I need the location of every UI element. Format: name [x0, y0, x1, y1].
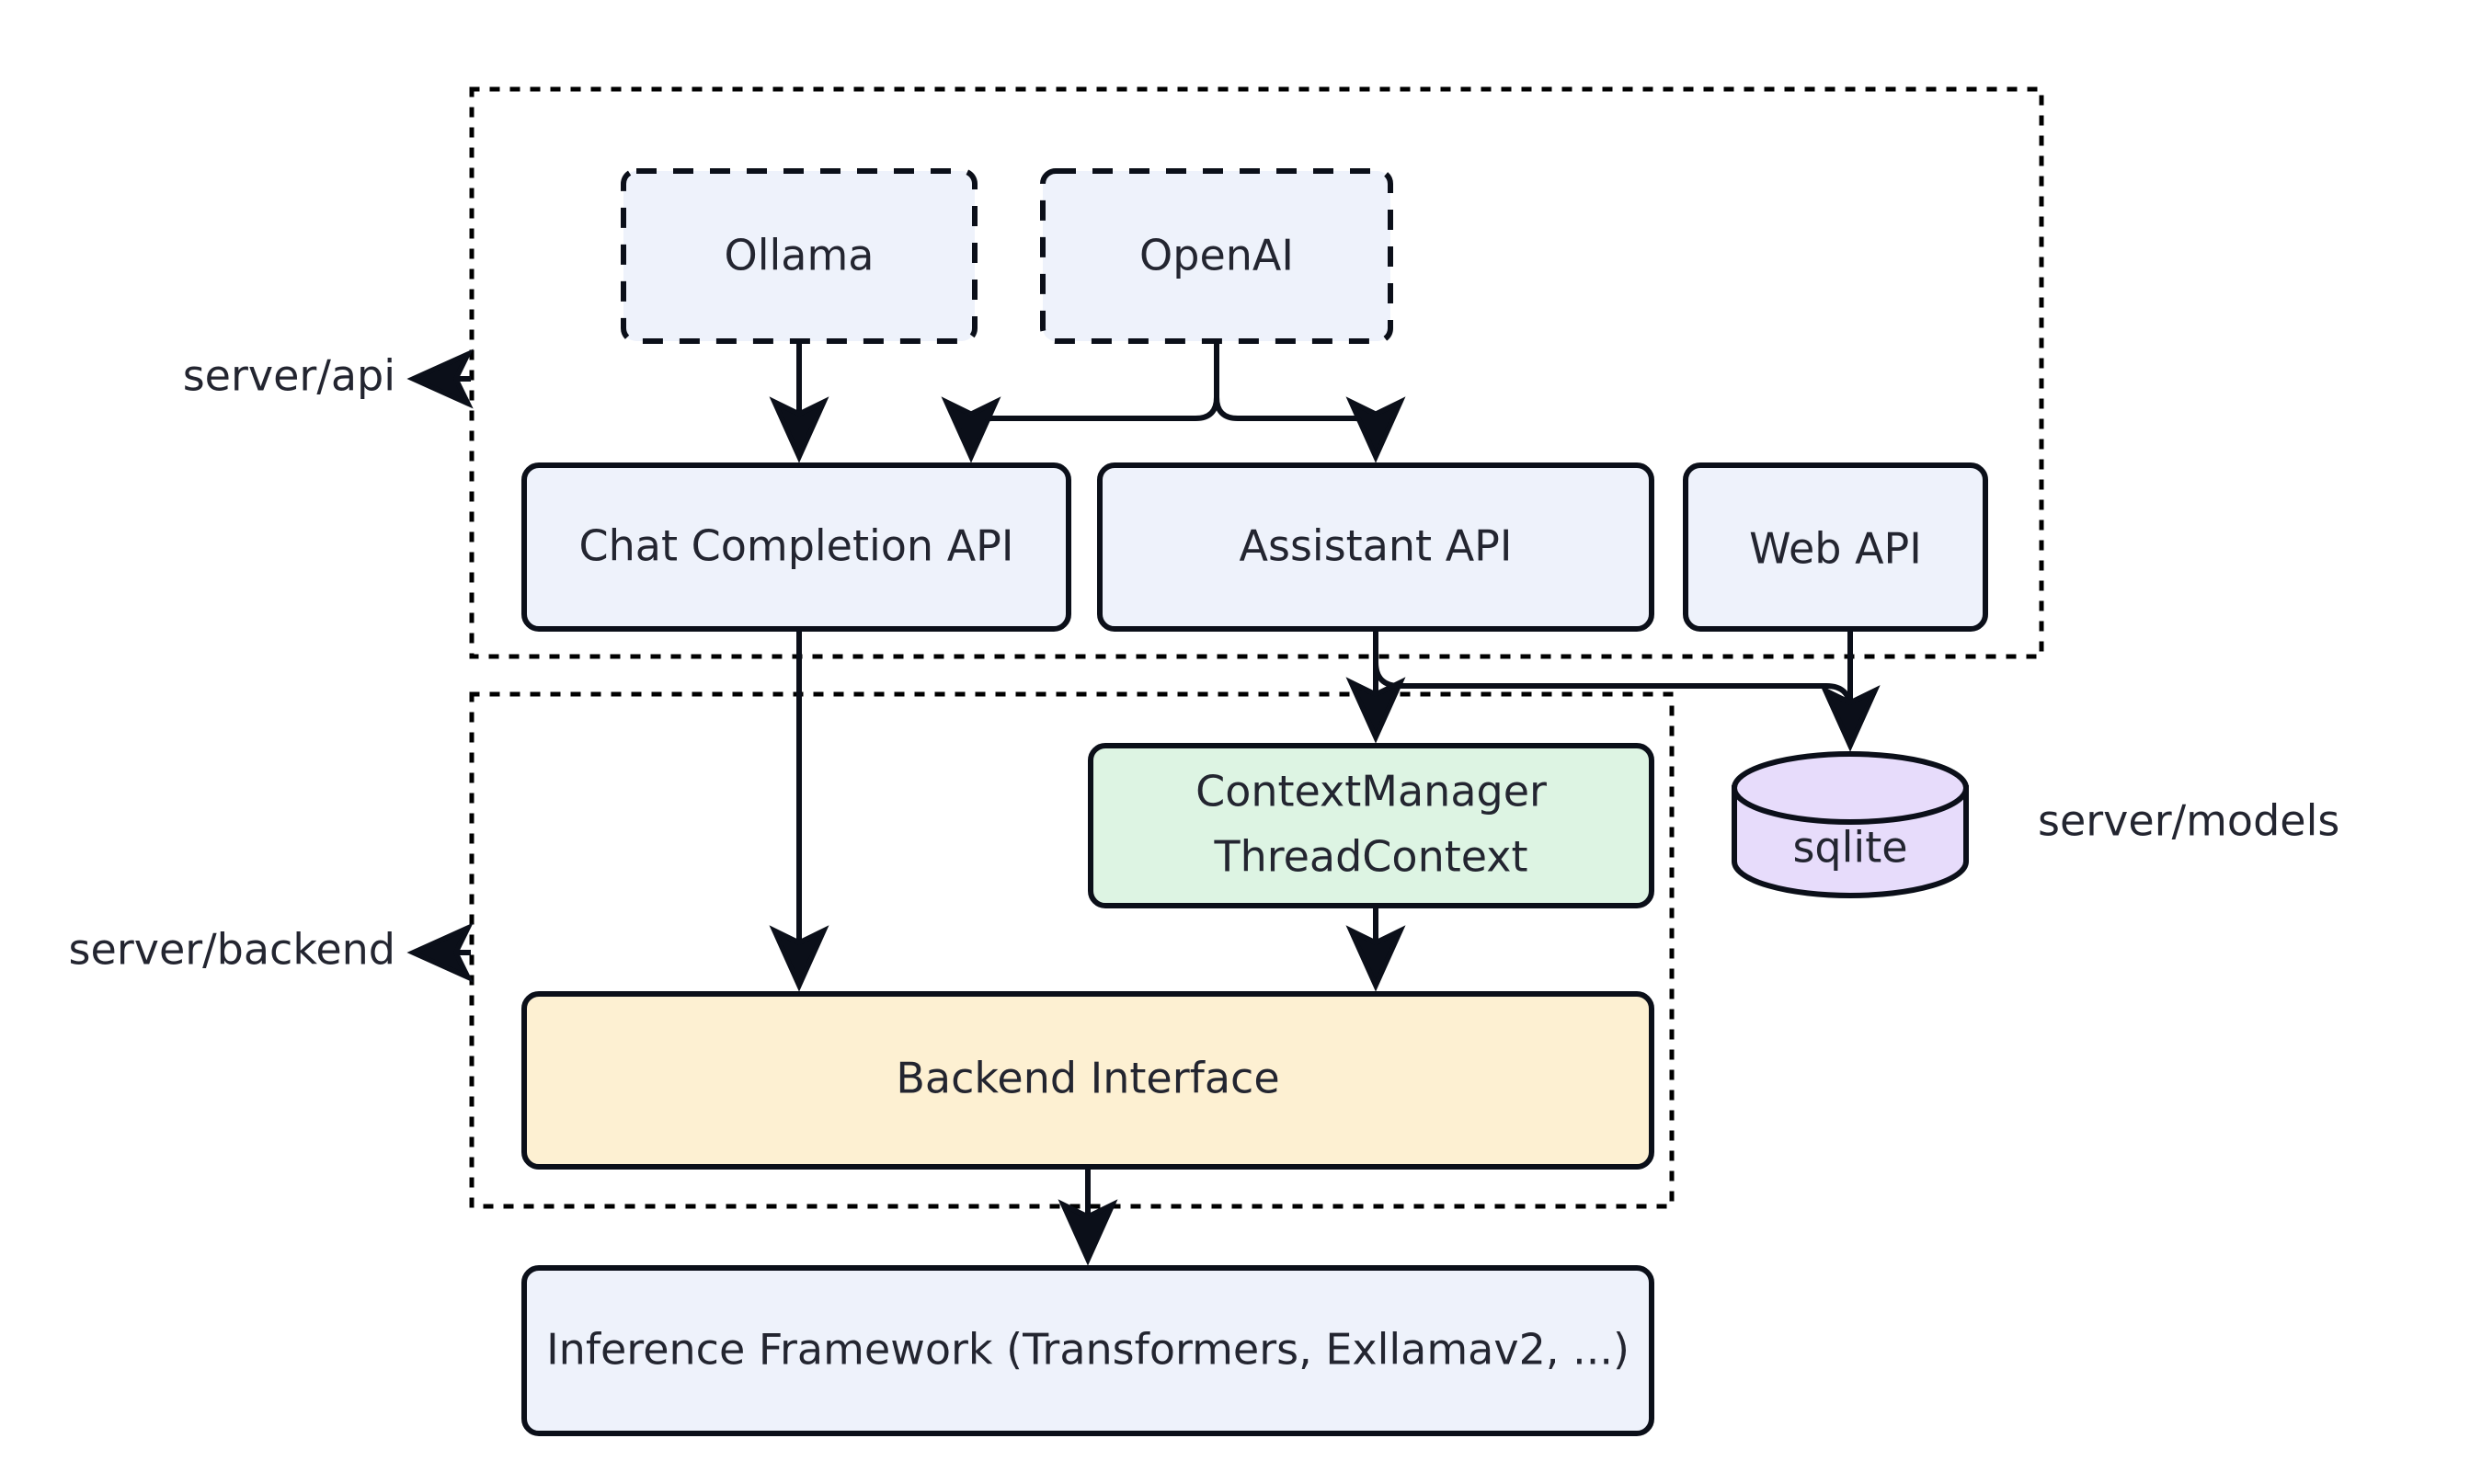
cluster-backend-label: server/backend — [69, 925, 395, 975]
node-openai[interactable]: OpenAI — [1040, 168, 1393, 344]
node-assistant-api[interactable]: Assistant API — [1097, 462, 1654, 632]
edge-assistant-api-to-sqlite — [1373, 629, 1881, 752]
node-assistant-api-shape[interactable] — [1097, 462, 1654, 632]
node-web-api-label: Web API — [1749, 524, 1922, 574]
cluster-models-label: server/models — [2038, 796, 2339, 846]
node-chat-completion-api[interactable]: Chat Completion API — [521, 462, 1071, 632]
node-backend-interface[interactable]: Backend Interface — [521, 991, 1654, 1170]
cluster-server-api: server/api — [183, 86, 2044, 659]
node-context-manager[interactable]: ContextManager ThreadContext — [1088, 743, 1654, 908]
edge-openai-to-assistant-api — [1214, 341, 1406, 463]
node-web-api-shape[interactable] — [1683, 462, 1988, 632]
node-ollama-label: Ollama — [725, 231, 875, 280]
node-backend-interface-shape[interactable] — [521, 991, 1654, 1170]
edge-openai-to-chat-completion-api — [941, 341, 1219, 463]
node-assistant-api-label: Assistant API — [1240, 521, 1513, 571]
node-inference-framework-label: Inference Framework (Transformers, Exlla… — [546, 1325, 1630, 1375]
node-context-manager-label-line2: ThreadContext — [1213, 832, 1527, 882]
node-sqlite[interactable]: sqlite — [1732, 751, 1969, 898]
node-openai-shape[interactable] — [1040, 168, 1393, 344]
node-web-api[interactable]: Web API — [1683, 462, 1988, 632]
node-context-manager-shape[interactable] — [1088, 743, 1654, 908]
node-chat-completion-api-shape[interactable] — [521, 462, 1071, 632]
cluster-api-label: server/api — [183, 351, 395, 401]
node-ollama-shape[interactable] — [621, 168, 978, 344]
node-backend-interface-label: Backend Interface — [896, 1054, 1279, 1103]
node-context-manager-label-line1: ContextManager — [1195, 767, 1547, 816]
node-openai-label: OpenAI — [1139, 231, 1294, 280]
node-sqlite-top[interactable] — [1732, 751, 1969, 825]
node-chat-completion-api-label: Chat Completion API — [579, 521, 1014, 571]
node-sqlite-label: sqlite — [1792, 823, 1907, 873]
node-ollama[interactable]: Ollama — [621, 168, 978, 344]
node-inference-framework[interactable]: Inference Framework (Transformers, Exlla… — [521, 1265, 1654, 1436]
node-inference-framework-shape[interactable] — [521, 1265, 1654, 1436]
